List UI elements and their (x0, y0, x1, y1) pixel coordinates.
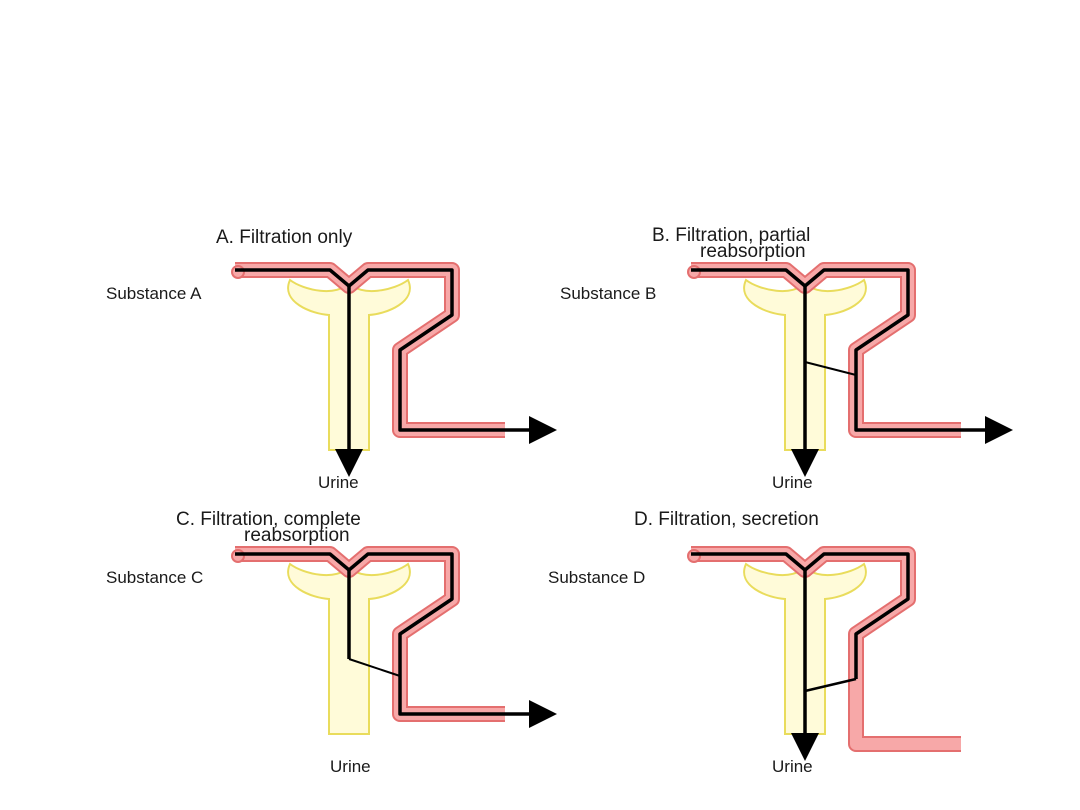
urine-label: Urine (772, 473, 813, 492)
panel-d: D. Filtration, secretion Substance D Uri… (548, 509, 961, 776)
panel-c: C. Filtration, complete reabsorption Sub… (106, 509, 557, 776)
substance-label: Substance A (106, 284, 202, 303)
flow-line-vessel (691, 268, 1013, 444)
urine-label: Urine (330, 757, 371, 776)
substance-label: Substance C (106, 568, 203, 587)
flow-line-vessel (691, 552, 910, 679)
panel-title: D. Filtration, secretion (634, 509, 819, 530)
secretion-line (804, 677, 857, 693)
reabsorption-line (804, 361, 857, 376)
nephron (687, 546, 961, 761)
nephron (687, 262, 1013, 477)
vessel-inlet (231, 549, 245, 563)
vessel-inlet (687, 549, 701, 563)
panel-b: B. Filtration, partial reabsorption Subs… (560, 225, 1013, 492)
nephron (231, 546, 557, 735)
vessel-inlet (687, 265, 701, 279)
panel-a: A. Filtration only Substance A Urine (106, 227, 557, 492)
panel-title: C. Filtration, complete (176, 509, 361, 530)
reabsorption-line (348, 658, 401, 677)
panel-title: B. Filtration, partial (652, 225, 810, 246)
urine-label: Urine (318, 473, 359, 492)
panel-title: A. Filtration only (216, 227, 353, 248)
flow-line-vessel (235, 268, 557, 444)
urine-label: Urine (772, 757, 813, 776)
substance-label: Substance D (548, 568, 645, 587)
nephron (231, 262, 557, 477)
substance-label: Substance B (560, 284, 656, 303)
panel-title-line2: reabsorption (244, 525, 350, 546)
flow-line-vessel (235, 552, 557, 728)
vessel-inlet (231, 265, 245, 279)
panel-title-line2: reabsorption (700, 241, 806, 262)
